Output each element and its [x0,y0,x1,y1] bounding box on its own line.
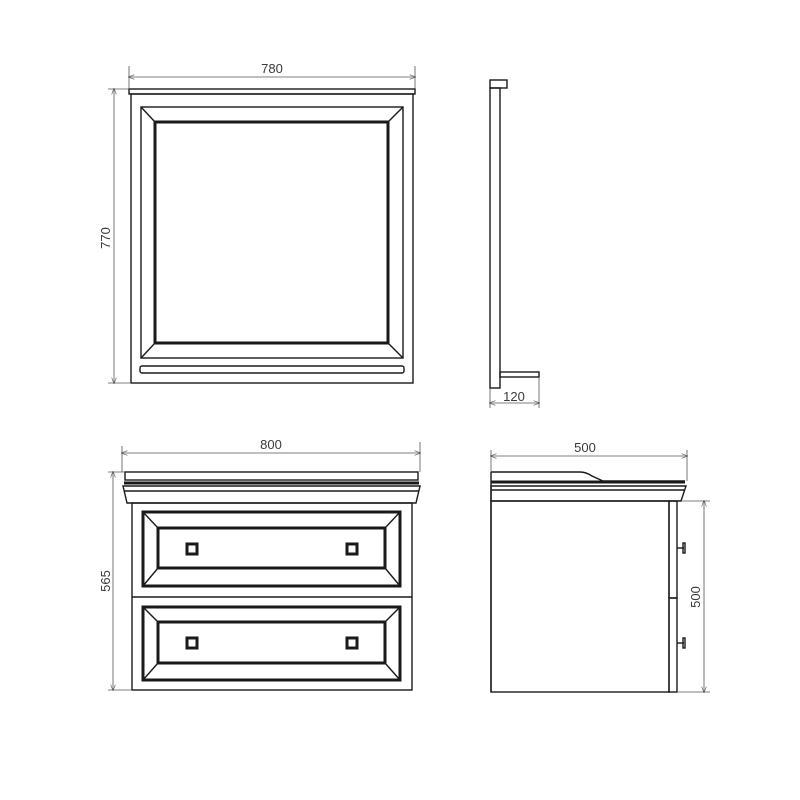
mirror-front-view [128,88,416,384]
dimension-label: 120 [503,389,525,404]
dimension-120: 120 [490,377,539,408]
mirror-side-view [489,79,540,389]
handle-icon [185,542,199,556]
drawer-bottom [141,605,402,682]
handle-icon [345,542,359,556]
dimension-label: 565 [98,570,113,592]
vanity-side-view [490,471,687,693]
dimension-label: 780 [261,61,283,76]
drawer-top [141,510,402,588]
side-handle-icon [677,542,686,554]
dimension-500-depth: 500 [491,440,687,481]
side-handle-icon [677,637,686,649]
dimension-500-height: 500 [677,501,710,692]
dimension-770: 770 [98,89,131,383]
dimension-565: 565 [98,472,132,690]
dimension-label: 500 [574,440,596,455]
dimension-800: 800 [122,437,420,472]
dimension-label: 500 [688,586,703,608]
dimension-780: 780 [129,61,415,89]
handle-icon [185,636,199,650]
vanity-front-view [122,471,421,691]
dimension-label: 800 [260,437,282,452]
handle-icon [345,636,359,650]
dimension-label: 770 [98,227,113,249]
